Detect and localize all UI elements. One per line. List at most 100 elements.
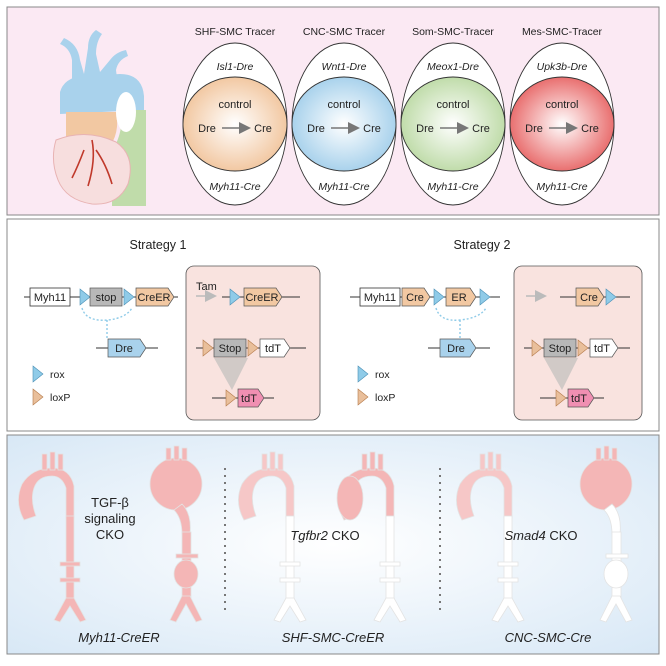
panel3-background <box>6 434 660 655</box>
tracer-cre-line: Myh11-Cre <box>427 181 478 193</box>
s1-creer-box <box>135 287 175 307</box>
s1-result-loxp-icon <box>225 389 237 407</box>
tracer-dre: Dre <box>416 123 434 135</box>
tracer-title: CNC-SMC Tracer <box>303 26 386 38</box>
s2-tdt-box <box>589 338 619 358</box>
s2-stop-label: Stop <box>549 343 572 355</box>
tracer-lens <box>182 76 288 172</box>
s2-result-loxp-icon <box>555 389 567 407</box>
s2-rox-right-icon <box>479 288 491 306</box>
s1-stop-box <box>89 287 123 307</box>
s2-cre-box <box>401 287 431 307</box>
s1-legend-loxp: loxP <box>50 392 70 404</box>
s1-rox-left-icon <box>79 288 91 306</box>
tracer-dre: Dre <box>198 123 216 135</box>
s2-tdt-label: tdT <box>594 343 610 355</box>
tracer-cre-line: Myh11-Cre <box>536 181 587 193</box>
s1-legend-rox: rox <box>50 369 65 381</box>
label-tgfbr2-gene: Tgfbr2 <box>290 528 328 543</box>
s2-result-cre-box <box>575 287 605 307</box>
s2-result-tdt-box <box>567 388 595 408</box>
s1-result-creer-label: CreER <box>245 292 278 304</box>
s1-loxp-right-icon <box>247 339 259 357</box>
tracer-cre: Cre <box>363 123 381 135</box>
label-tgf-line1: TGF-β <box>91 495 129 510</box>
tracer-dre: Dre <box>307 123 325 135</box>
s1-result-box <box>185 265 321 421</box>
s1-result-tdt-box <box>237 388 265 408</box>
tracer-cre: Cre <box>472 123 490 135</box>
s2-legend-loxp-icon <box>357 388 369 406</box>
label-tgf-line3: CKO <box>96 527 124 542</box>
aorta-myh11-control <box>18 451 87 623</box>
s2-result-cre-label: Cre <box>580 292 598 304</box>
footer-myh11: Myh11-CreER <box>78 630 159 645</box>
s1-stop-label: stop <box>96 292 117 304</box>
tracer-dre-line: Meox1-Dre <box>427 61 479 73</box>
tracer-title: Mes-SMC-Tracer <box>522 26 603 38</box>
tracer-title: SHF-SMC Tracer <box>195 26 276 38</box>
tracer-cre-line: Myh11-Cre <box>209 181 260 193</box>
tracer-control: control <box>327 99 360 111</box>
s1-dre-box <box>107 338 147 358</box>
s1-stop2-label: Stop <box>219 343 242 355</box>
label-tgfbr2: Tgfbr2 CKO <box>290 528 359 543</box>
strategy1: Strategy 1 Myh11 stop CreER Dre rox loxP… <box>24 238 321 421</box>
s2-result-tdt-label: tdT <box>571 393 587 405</box>
aorta-cnc-cko <box>579 445 633 623</box>
tracer-control: control <box>545 99 578 111</box>
aorta-myh11-cko <box>149 445 203 623</box>
s2-er-label: ER <box>451 292 466 304</box>
s2-legend-rox: rox <box>375 369 390 381</box>
tracer-dre-line: Wnt1-Dre <box>322 61 367 73</box>
s2-cre-label: Cre <box>406 292 424 304</box>
s1-stop-box2 <box>213 338 247 358</box>
s1-result-tdt-label: tdT <box>241 393 257 405</box>
aorta-shf-control <box>238 451 307 623</box>
strategy2-title: Strategy 2 <box>454 238 511 252</box>
tracer-control: control <box>218 99 251 111</box>
s2-dre-label: Dre <box>447 343 465 355</box>
s1-myh11-box <box>29 287 71 307</box>
s2-dre-box <box>439 338 477 358</box>
strategy2: Strategy 2 Myh11 Cre ER Dre rox loxP Cre… <box>350 238 643 421</box>
s2-loxp-left-icon <box>531 339 543 357</box>
s1-rox-right-icon <box>123 288 135 306</box>
s1-dre-label: Dre <box>115 343 133 355</box>
tracer-title: Som-SMC-Tracer <box>412 26 494 38</box>
heart-illustration <box>52 30 146 206</box>
aorta-shf-cko <box>336 451 407 623</box>
tracer-control: control <box>436 99 469 111</box>
s1-tam-label: Tam <box>196 281 217 293</box>
tracer-cre: Cre <box>581 123 599 135</box>
label-smad4: Smad4 CKO <box>505 528 578 543</box>
tracer-dre: Dre <box>525 123 543 135</box>
aorta-cnc-control <box>456 451 525 623</box>
tracer-dre-line: Upk3b-Dre <box>537 61 588 73</box>
s2-loxp-right-icon <box>577 339 589 357</box>
label-tgf-line2: signaling <box>84 511 135 526</box>
tracer-lens <box>291 76 397 172</box>
s1-loxp-left-icon <box>202 339 214 357</box>
tracer-cre: Cre <box>254 123 272 135</box>
s2-legend-loxp: loxP <box>375 392 395 404</box>
footer-cnc: CNC-SMC-Cre <box>505 630 592 645</box>
s2-legend-rox-icon <box>357 365 369 383</box>
tracer-dre-line: Isl1-Dre <box>217 61 254 73</box>
s1-creer-label: CreER <box>137 292 170 304</box>
label-smad4-suffix: CKO <box>546 528 578 543</box>
s2-result-rox-icon <box>605 288 617 306</box>
tracer-lens <box>509 76 615 172</box>
s2-stop-box <box>543 338 577 358</box>
label-smad4-gene: Smad4 <box>505 528 546 543</box>
s1-tdt-box <box>259 338 291 358</box>
tracer-cre-line: Myh11-Cre <box>318 181 369 193</box>
label-tgfbr2-suffix: CKO <box>328 528 360 543</box>
